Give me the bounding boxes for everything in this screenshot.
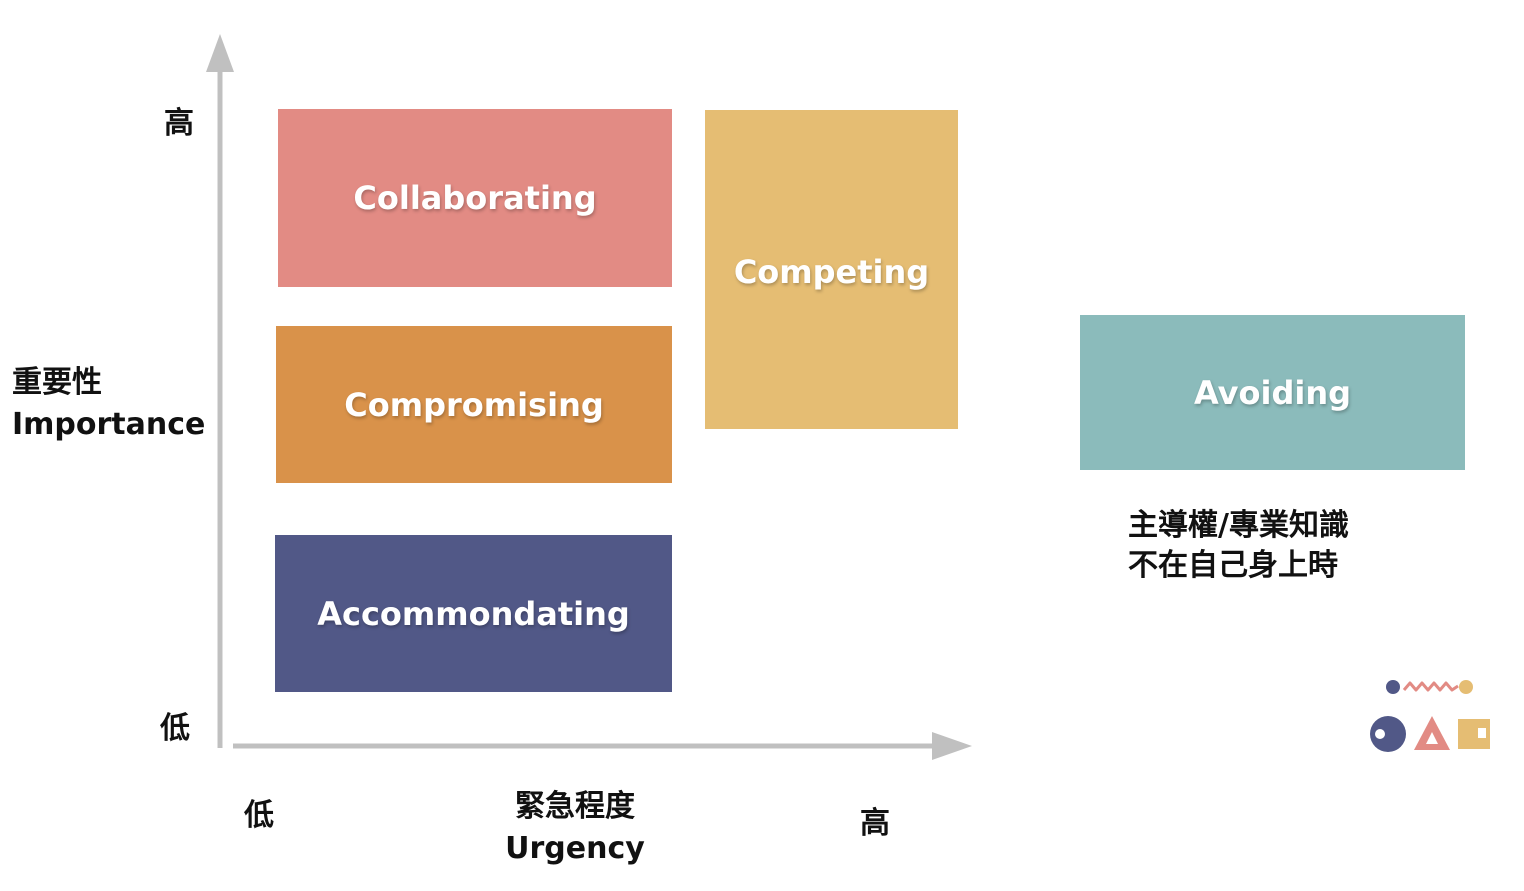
circle-icon-hole <box>1375 729 1385 739</box>
accommodating-box: Accommondating <box>275 535 672 692</box>
avoiding-box: Avoiding <box>1080 315 1465 470</box>
avoiding-note-line1: 主導權/專業知識 <box>1128 508 1349 543</box>
decorative-logo <box>1370 680 1490 752</box>
accommodating-label: Accommondating <box>317 594 630 633</box>
y-low-label: 低 <box>160 711 190 746</box>
avoiding-label: Avoiding <box>1194 373 1351 412</box>
square-icon-hole <box>1478 728 1486 738</box>
x-axis-title-zh: 緊急程度 <box>515 789 635 824</box>
competing-label: Competing <box>733 253 930 291</box>
triangle-icon-hole <box>1426 732 1438 744</box>
avoiding-note: 主導權/專業知識 不在自己身上時 <box>1128 506 1349 586</box>
avoiding-note-line2: 不在自己身上時 <box>1128 548 1338 583</box>
compromising-label: Compromising <box>344 385 604 424</box>
collaborating-label: Collaborating <box>353 179 597 217</box>
circle-icon <box>1370 716 1406 752</box>
x-axis-title: 緊急程度 Urgency <box>490 786 660 870</box>
dot-icon <box>1459 680 1473 694</box>
dot-icon <box>1386 680 1400 694</box>
x-high-label: 高 <box>860 806 890 841</box>
y-axis-title: 重要性 Importance <box>12 362 205 446</box>
y-axis-title-zh: 重要性 <box>12 365 102 400</box>
y-high-label: 高 <box>164 106 194 141</box>
y-axis-title-en: Importance <box>12 407 206 442</box>
compromising-box: Compromising <box>276 326 672 483</box>
zigzag-icon <box>1402 681 1459 692</box>
x-axis-arrow <box>932 732 972 760</box>
y-axis-arrow <box>206 34 234 72</box>
x-axis-title-en: Urgency <box>505 831 645 866</box>
collaborating-box: Collaborating <box>278 109 672 287</box>
x-low-label: 低 <box>244 798 274 833</box>
competing-box: Competing <box>705 110 958 429</box>
